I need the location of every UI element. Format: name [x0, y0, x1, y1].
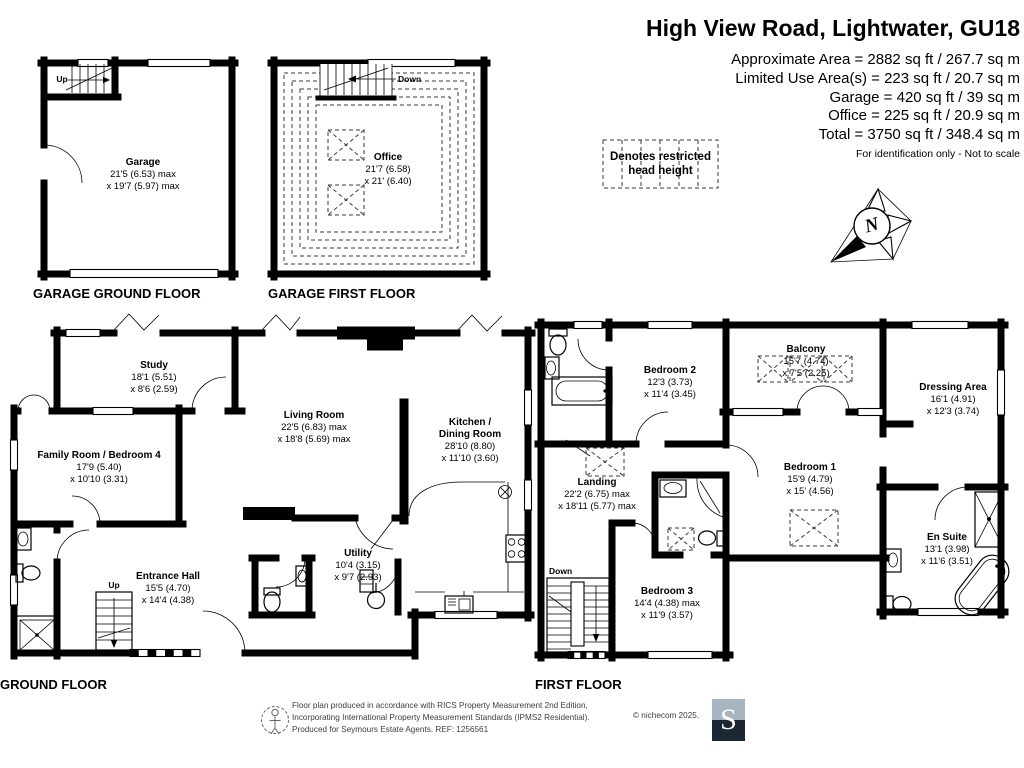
- hob-icon: [505, 534, 528, 563]
- garage-first-plan: [267, 56, 491, 281]
- shower-icon: [15, 615, 59, 655]
- skylight-icon: [565, 439, 625, 477]
- footer-line: Produced for Seymours Estate Agents. REF…: [292, 724, 489, 734]
- ground-floor-plan: [9, 313, 536, 660]
- area-line: Approximate Area = 2882 sq ft / 267.7 sq…: [731, 51, 1020, 68]
- plan-title-garage-ground: GARAGE GROUND FLOOR: [33, 286, 201, 301]
- room-label-bedroom2: Bedroom 2 12'3 (3.73) x 11'4 (3.45): [643, 365, 697, 400]
- disclaimer-text: For identification only - Not to scale: [856, 148, 1020, 160]
- sink-icon: [885, 548, 902, 573]
- corner-shower-icon: [696, 477, 724, 518]
- sink-icon: [659, 479, 687, 498]
- room-label-utility: Utility 10'4 (3.15) x 9'7 (2.93): [334, 548, 382, 583]
- toilet-icon: [697, 530, 725, 547]
- stair-label-up-garage: Up: [56, 74, 68, 84]
- room-label-kitchen: Kitchen / Dining Room 28'10 (8.80) x 11'…: [438, 417, 502, 464]
- sink-icon: [15, 527, 32, 551]
- stair-label-up-hall: Up: [108, 580, 120, 590]
- boiler-icon: [359, 569, 374, 593]
- toilet-icon: [885, 595, 912, 613]
- room-label-ensuite: En Suite 13'1 (3.98) x 11'6 (3.51): [921, 532, 973, 567]
- nichecom-logo: S: [712, 699, 745, 741]
- room-label-bedroom1: Bedroom 1 15'9 (4.79) x 15' (4.56): [783, 462, 837, 497]
- room-label-entrance-hall: Entrance Hall 15'5 (4.70) x 14'4 (4.38): [136, 571, 200, 606]
- footer-person-icon: [261, 706, 289, 735]
- room-label-living-room: Living Room 22'5 (6.83) max x 18'8 (5.69…: [277, 410, 351, 445]
- footer-line: Incorporating International Property Mea…: [292, 712, 590, 722]
- stair-label-down-office: Down: [398, 74, 422, 84]
- skylight-icon: [757, 355, 853, 383]
- area-line: Limited Use Area(s) = 223 sq ft / 20.7 s…: [735, 69, 1020, 87]
- sink-icon: [544, 356, 560, 380]
- area-summary: Approximate Area = 2882 sq ft / 267.7 sq…: [731, 51, 1020, 145]
- copyright-text: © nichecom 2025.: [633, 711, 700, 720]
- kitchen-counter: [408, 481, 528, 614]
- first-floor-plan: [534, 318, 1010, 662]
- room-label-balcony: Balcony 15'7 (4.74) x 7'5 (2.25): [782, 344, 830, 379]
- skylight-icon: [789, 509, 839, 547]
- sink-icon: [295, 565, 310, 587]
- skylight-icon: [327, 129, 365, 216]
- kitchen-sink-icon: [444, 591, 474, 614]
- footer-line: Floor plan produced in accordance with R…: [292, 701, 588, 710]
- room-label-garage: Garage 21'5 (6.53) max x 19'7 (5.97) max: [106, 157, 180, 192]
- bathtub-icon: [551, 376, 613, 406]
- page-title: High View Road, Lightwater, GU18: [645, 15, 1020, 41]
- plan-title-ground: GROUND FLOOR: [0, 677, 107, 692]
- staircase-down: [546, 577, 610, 653]
- toilet-icon: [548, 328, 568, 356]
- toilet-icon: [15, 563, 41, 583]
- room-label-bedroom3: Bedroom 3 14'4 (4.38) max x 11'9 (3.57): [634, 586, 700, 621]
- footer-credits: Floor plan produced in accordance with R…: [292, 700, 590, 735]
- area-line: Office = 225 sq ft / 20.9 sq m: [828, 107, 1020, 125]
- garage-ground-plan: [37, 56, 239, 281]
- toilet-icon: [263, 587, 281, 613]
- plan-title-first: FIRST FLOOR: [535, 677, 622, 692]
- room-label-family-room: Family Room / Bedroom 4 17'9 (5.40) x 10…: [37, 450, 161, 485]
- restricted-legend-label: Denotes restricted head height: [610, 151, 711, 177]
- staircase-up: [95, 591, 133, 651]
- stair-label-down-first: Down: [549, 566, 573, 576]
- room-label-study: Study 18'1 (5.51) x 8'6 (2.59): [130, 360, 178, 395]
- area-line: Garage = 420 sq ft / 39 sq m: [829, 88, 1020, 106]
- room-label-landing: Landing 22'2 (6.75) max x 18'11 (5.77) m…: [558, 477, 636, 512]
- restricted-legend-box: [602, 139, 719, 189]
- shower-icon: [974, 491, 1004, 548]
- plan-title-garage-first: GARAGE FIRST FLOOR: [268, 286, 416, 301]
- compass-icon: [830, 187, 913, 263]
- utility-sink-icon: [366, 583, 386, 610]
- room-label-office: Office 21'7 (6.58) x 21' (6.40): [364, 152, 412, 187]
- logo-letter: S: [720, 703, 737, 736]
- area-line: Total = 3750 sq ft / 348.4 sq m: [818, 126, 1020, 144]
- room-label-dressing-area: Dressing Area 16'1 (4.91) x 12'3 (3.74): [919, 382, 987, 417]
- bathtub-icon: [954, 554, 1010, 616]
